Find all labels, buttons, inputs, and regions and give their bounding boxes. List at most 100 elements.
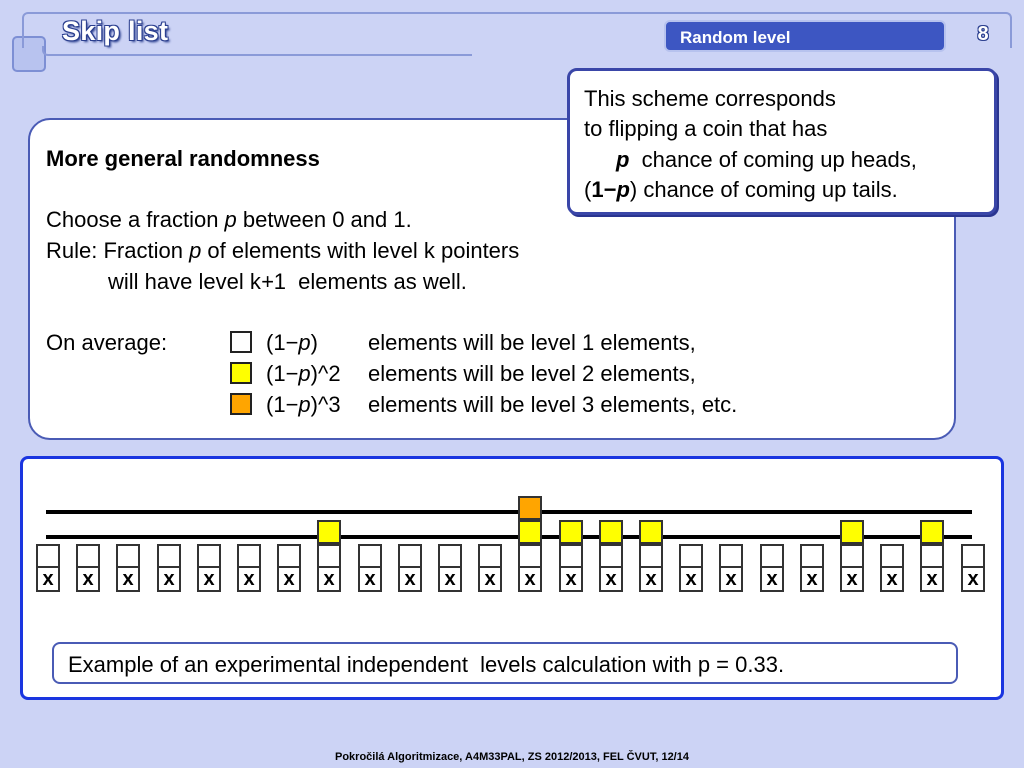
minus-sign: −	[603, 177, 617, 202]
node-level-1-cell	[518, 544, 542, 568]
text-line-choose: Choose a fraction p between 0 and 1.	[46, 204, 412, 235]
node-level-1-cell	[237, 544, 261, 568]
node-key: x	[961, 568, 985, 592]
node-key: x	[237, 568, 261, 592]
plus-operator: +	[260, 269, 274, 294]
node-level-2-cell	[599, 520, 623, 544]
node-key: x	[438, 568, 462, 592]
node-key: x	[518, 568, 542, 592]
node-level-3-cell	[518, 496, 542, 520]
title-frame	[22, 12, 1012, 48]
text: )	[310, 330, 318, 355]
node-key: x	[840, 568, 864, 592]
node-level-1-cell	[36, 544, 60, 568]
text: (1	[266, 330, 286, 355]
callout-line2: to flipping a coin that has	[584, 116, 828, 141]
node-key: x	[277, 568, 301, 592]
variable-p: p	[298, 361, 311, 386]
variable-p: p	[298, 392, 311, 417]
text: will have level k	[108, 269, 261, 294]
node-key: x	[880, 568, 904, 592]
node-key: x	[639, 568, 663, 592]
node-level-1-cell	[76, 544, 100, 568]
text-line-level: will have level k+1 elements as well.	[108, 266, 467, 297]
legend-level3-swatch	[230, 393, 252, 415]
node-level-1-cell	[559, 544, 583, 568]
legend-level1-swatch	[230, 331, 252, 353]
node-key: x	[478, 568, 502, 592]
node-key: x	[76, 568, 100, 592]
node-level-1-cell	[760, 544, 784, 568]
minus-sign: −	[285, 361, 299, 386]
text: (1	[266, 392, 286, 417]
node-level-1-cell	[277, 544, 301, 568]
average-label: On average:	[46, 330, 168, 355]
node-level-1-cell	[639, 544, 663, 568]
node-level-2-cell	[639, 520, 663, 544]
text: Choose a fraction	[46, 207, 225, 232]
minus-sign: −	[285, 330, 299, 355]
node-key: x	[599, 568, 623, 592]
variable-p: p	[616, 177, 630, 202]
node-level-1-cell	[358, 544, 382, 568]
minus-sign: −	[285, 392, 299, 417]
node-level-1-cell	[840, 544, 864, 568]
node-key: x	[358, 568, 382, 592]
node-level-2-cell	[840, 520, 864, 544]
level3-pointer-line	[46, 510, 972, 514]
node-level-1-cell	[157, 544, 181, 568]
coin-flip-callout	[567, 68, 997, 215]
node-key: x	[116, 568, 140, 592]
text: 1 elements as well.	[273, 269, 467, 294]
callout-line4: (1−p) chance of coming up tails.	[584, 174, 898, 205]
node-level-1-cell	[116, 544, 140, 568]
description-level1: elements will be level 1 elements,	[368, 330, 696, 355]
title-underline	[42, 46, 472, 56]
text: ) chance of coming up tails.	[629, 177, 898, 202]
node-level-1-cell	[398, 544, 422, 568]
section-badge: Random level	[664, 20, 946, 52]
text: of elements with level k pointers	[201, 238, 520, 263]
text-line-rule: Rule: Fraction p of elements with level …	[46, 235, 519, 266]
node-level-1-cell	[800, 544, 824, 568]
text: )^3	[310, 392, 341, 417]
callout-line1: This scheme corresponds	[584, 86, 836, 111]
node-key: x	[36, 568, 60, 592]
callout-line3: p chance of coming up heads,	[616, 144, 917, 175]
legend-level2-swatch	[230, 362, 252, 384]
page-number: 8	[977, 23, 989, 45]
node-key: x	[197, 568, 221, 592]
fraction-level1: (1−p)	[266, 327, 318, 358]
node-key: x	[559, 568, 583, 592]
text: chance of coming up heads,	[629, 147, 917, 172]
node-level-2-cell	[317, 520, 341, 544]
section-heading: More general randomness	[46, 146, 320, 171]
node-key: x	[719, 568, 743, 592]
fraction-level3: (1−p)^3	[266, 389, 341, 420]
node-level-1-cell	[679, 544, 703, 568]
node-key: x	[760, 568, 784, 592]
variable-p: p	[616, 147, 630, 172]
node-level-1-cell	[920, 544, 944, 568]
description-level2: elements will be level 2 elements,	[368, 361, 696, 386]
node-key: x	[679, 568, 703, 592]
node-key: x	[317, 568, 341, 592]
node-key: x	[800, 568, 824, 592]
variable-p: p	[224, 207, 237, 232]
node-level-2-cell	[920, 520, 944, 544]
node-level-2-cell	[518, 520, 542, 544]
text: (	[584, 177, 592, 202]
node-level-1-cell	[880, 544, 904, 568]
example-caption: Example of an experimental independent l…	[52, 642, 958, 684]
node-key: x	[157, 568, 181, 592]
corner-decoration	[12, 36, 46, 72]
variable-p: p	[189, 238, 202, 263]
text: between 0 and 1.	[236, 207, 412, 232]
node-level-1-cell	[961, 544, 985, 568]
node-level-1-cell	[478, 544, 502, 568]
text: )^2	[310, 361, 341, 386]
node-level-1-cell	[438, 544, 462, 568]
node-level-1-cell	[317, 544, 341, 568]
level2-pointer-line	[46, 535, 972, 539]
node-level-1-cell	[719, 544, 743, 568]
